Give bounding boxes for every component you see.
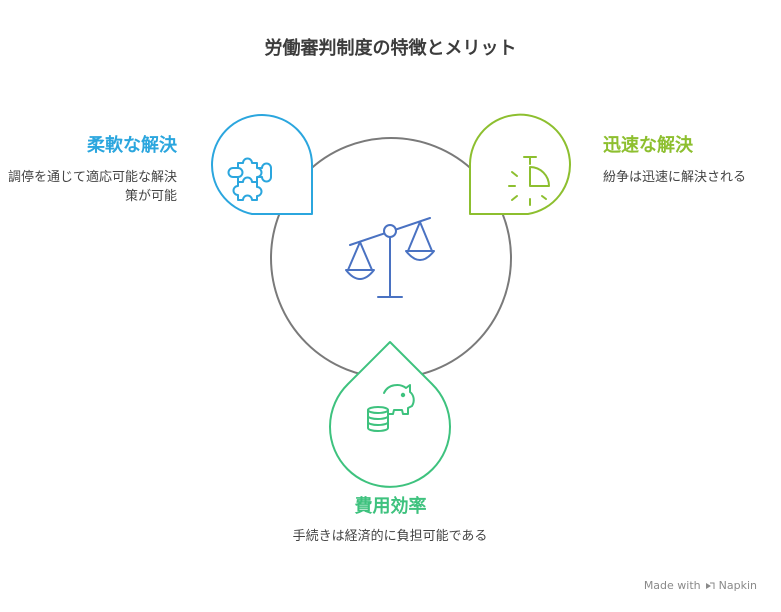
flexible-solution-description: 調停を通じて適応可能な解決策が可能: [7, 170, 177, 204]
made-with-label: Made with: [643, 579, 701, 592]
puzzle-piece-icon: [227, 157, 272, 201]
flexible-solution-node: [211, 114, 313, 215]
page-title: 労働審判制度の特徴とメリット: [264, 38, 517, 59]
napkin-logo-icon: [705, 582, 715, 589]
napkin-brand-label: Napkin: [718, 579, 757, 592]
fast-solution-title: 迅速な解決: [603, 135, 693, 156]
balance-scale-icon: [345, 217, 435, 298]
cost-efficiency-description: 手続きは経済的に負担可能である: [292, 529, 488, 544]
fast-solution-description: 紛争は迅速に解決される: [603, 170, 747, 185]
cost-efficiency-node: [329, 341, 451, 488]
fast-solution-node: [469, 113, 571, 215]
flexible-solution-title: 柔軟な解決: [87, 135, 177, 156]
napkin-attribution[interactable]: Made with Napkin: [644, 579, 757, 592]
piggy-bank-coins-icon: [367, 384, 415, 432]
cost-efficiency-title: 費用効率: [354, 496, 427, 517]
stopwatch-icon: [508, 156, 550, 206]
